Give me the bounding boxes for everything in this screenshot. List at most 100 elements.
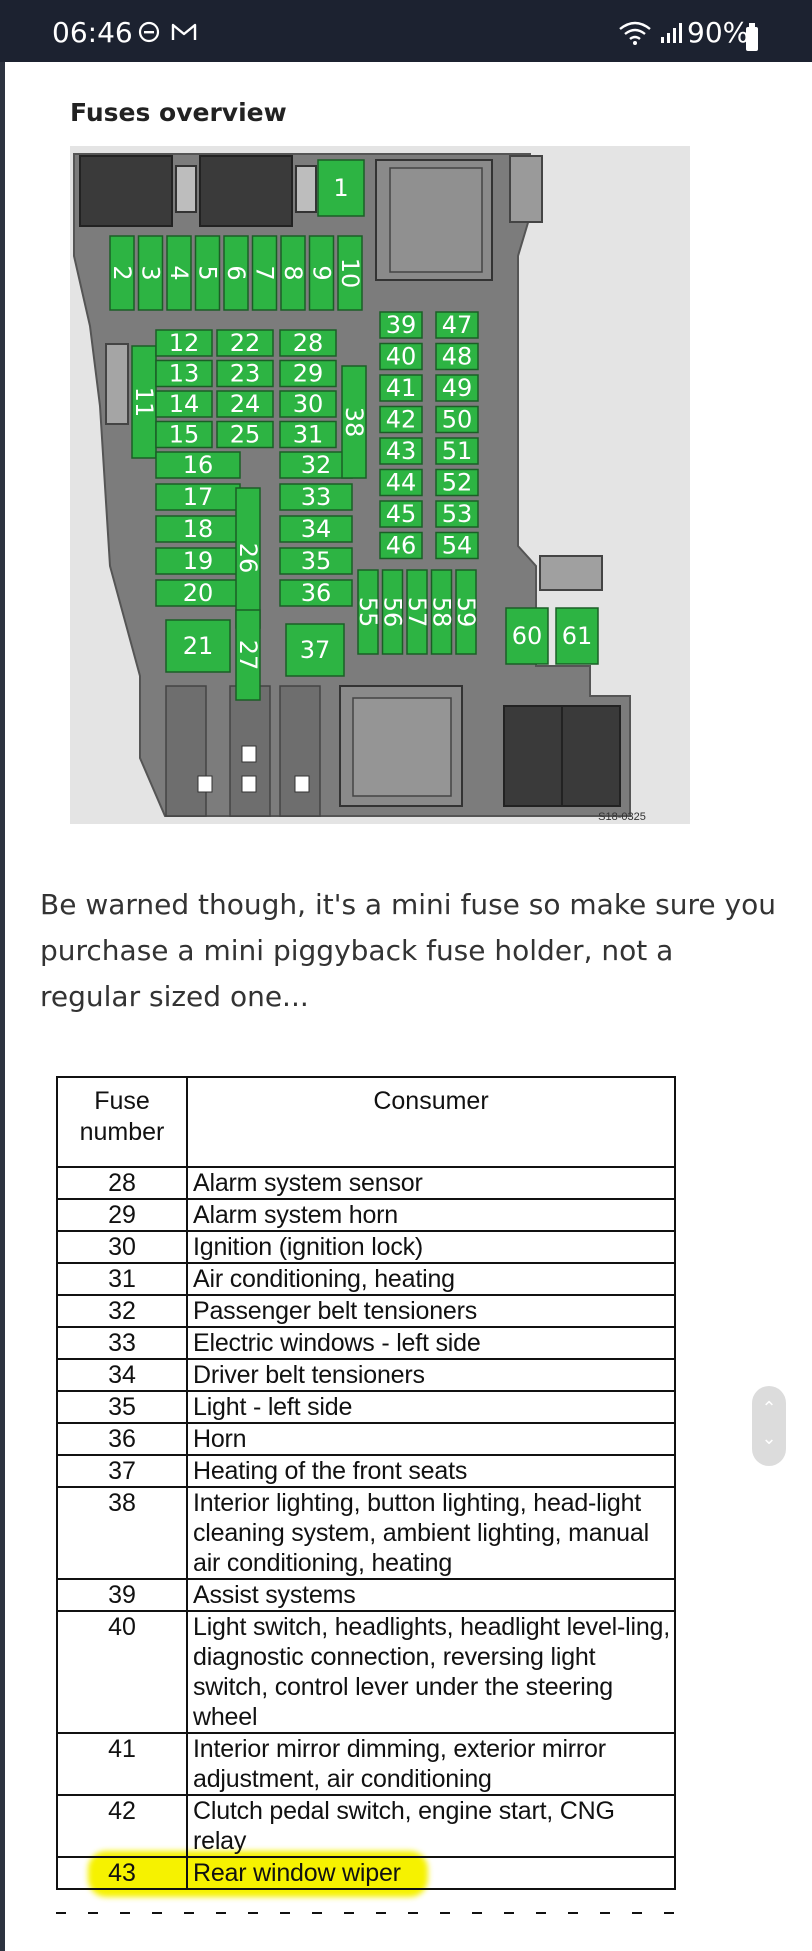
- fuse-41: 41: [379, 374, 423, 402]
- fuse-54: 54: [435, 532, 479, 560]
- svg-text:14: 14: [169, 390, 200, 418]
- fuse-38: 38: [340, 365, 368, 479]
- fuse-28: 28: [279, 329, 337, 357]
- consumer-cell: Alarm system sensor: [186, 1166, 676, 1200]
- svg-text:42: 42: [386, 406, 417, 434]
- fuse-59: 59: [452, 569, 480, 655]
- svg-text:3: 3: [137, 265, 165, 280]
- fuse-25: 25: [216, 421, 274, 449]
- svg-text:24: 24: [230, 390, 261, 418]
- svg-text:1: 1: [333, 174, 348, 202]
- fuse-40: 40: [379, 343, 423, 371]
- fuse-49: 49: [435, 374, 479, 402]
- svg-text:9: 9: [308, 265, 336, 280]
- fuse-20: 20: [155, 579, 241, 607]
- svg-text:39: 39: [386, 311, 417, 339]
- fuse-43: 43: [379, 437, 423, 465]
- svg-text:10: 10: [336, 258, 364, 289]
- fuse-34: 34: [279, 515, 353, 543]
- fuse-29: 29: [279, 360, 337, 388]
- svg-text:49: 49: [442, 374, 473, 402]
- fuse-26: 26: [234, 487, 262, 629]
- fuse-47: 47: [435, 311, 479, 339]
- fuse-number-cell: 31: [56, 1262, 188, 1296]
- consumer-cell: Heating of the front seats: [186, 1454, 676, 1488]
- fuse-17: 17: [155, 483, 241, 511]
- fuse-60: 60: [505, 607, 549, 665]
- consumer-cell: Driver belt tensioners: [186, 1358, 676, 1392]
- svg-text:26: 26: [234, 543, 262, 574]
- consumer-cell: Alarm system horn: [186, 1198, 676, 1232]
- svg-text:25: 25: [230, 421, 261, 449]
- svg-text:27: 27: [234, 640, 262, 671]
- svg-text:22: 22: [230, 329, 261, 357]
- svg-text:56: 56: [379, 597, 407, 628]
- fuse-13: 13: [155, 360, 213, 388]
- fuse-50: 50: [435, 406, 479, 434]
- fuse-39: 39: [379, 311, 423, 339]
- svg-text:5: 5: [194, 265, 222, 280]
- svg-text:8: 8: [279, 265, 307, 280]
- chevron-down-icon: ⌄: [761, 1428, 777, 1449]
- svg-text:41: 41: [386, 374, 417, 402]
- svg-text:21: 21: [183, 632, 214, 660]
- fuse-21: 21: [165, 619, 231, 673]
- fuse-12: 12: [155, 329, 213, 357]
- chevron-up-icon: ⌃: [761, 1398, 777, 1419]
- warning-paragraph: Be warned though, it's a mini fuse so ma…: [40, 888, 776, 1013]
- consumer-cell: Assist systems: [186, 1578, 676, 1612]
- svg-text:32: 32: [301, 451, 332, 479]
- fuse-11: 11: [130, 345, 158, 459]
- figure-code: S18-0325: [598, 811, 646, 823]
- svg-text:53: 53: [442, 500, 473, 528]
- status-bar: 06:46 90%: [0, 0, 812, 62]
- fuse-37: 37: [285, 623, 345, 677]
- fuse-number-cell: 40: [56, 1610, 188, 1734]
- fuse-27: 27: [234, 609, 262, 701]
- fuse-24: 24: [216, 390, 274, 418]
- svg-text:20: 20: [183, 579, 214, 607]
- fuse-number-cell: 28: [56, 1166, 188, 1200]
- consumer-cell: Clutch pedal switch, engine start, CNG r…: [186, 1794, 676, 1858]
- fuse-number-cell: 35: [56, 1390, 188, 1424]
- svg-text:38: 38: [340, 407, 368, 438]
- svg-text:46: 46: [386, 532, 417, 560]
- fuse-2: 2: [108, 235, 136, 311]
- consumer-cell: Ignition (ignition lock): [186, 1230, 676, 1264]
- fuse-number-cell: 39: [56, 1578, 188, 1612]
- fuse-7: 7: [251, 235, 279, 311]
- fuse-4: 4: [165, 235, 193, 311]
- fuse-number-cell: 37: [56, 1454, 188, 1488]
- svg-text:61: 61: [562, 622, 593, 650]
- svg-text:47: 47: [442, 311, 473, 339]
- fuse-19: 19: [155, 547, 241, 575]
- svg-text:28: 28: [293, 329, 324, 357]
- consumer-cell: Interior mirror dimming, exterior mirror…: [186, 1732, 676, 1796]
- table-cut-edge: [56, 1902, 676, 1914]
- svg-text:12: 12: [169, 329, 200, 357]
- scroll-handle[interactable]: ⌃ ⌄: [752, 1386, 786, 1466]
- fuse-51: 51: [435, 437, 479, 465]
- battery-percent: 90%: [687, 16, 750, 49]
- fuse-number-cell: 33: [56, 1326, 188, 1360]
- battery-icon: [746, 23, 758, 51]
- svg-text:55: 55: [354, 597, 382, 628]
- consumer-cell: Horn: [186, 1422, 676, 1456]
- fuse-6: 6: [222, 235, 250, 311]
- fuse-32: 32: [279, 451, 353, 479]
- fuse-number-cell: 43: [56, 1856, 188, 1890]
- svg-text:48: 48: [442, 343, 473, 371]
- svg-text:11: 11: [130, 387, 158, 418]
- header-fuse-number: Fuse number: [56, 1076, 188, 1168]
- fuse-number-cell: 38: [56, 1486, 188, 1580]
- consumer-cell: Interior lighting, button lighting, head…: [186, 1486, 676, 1580]
